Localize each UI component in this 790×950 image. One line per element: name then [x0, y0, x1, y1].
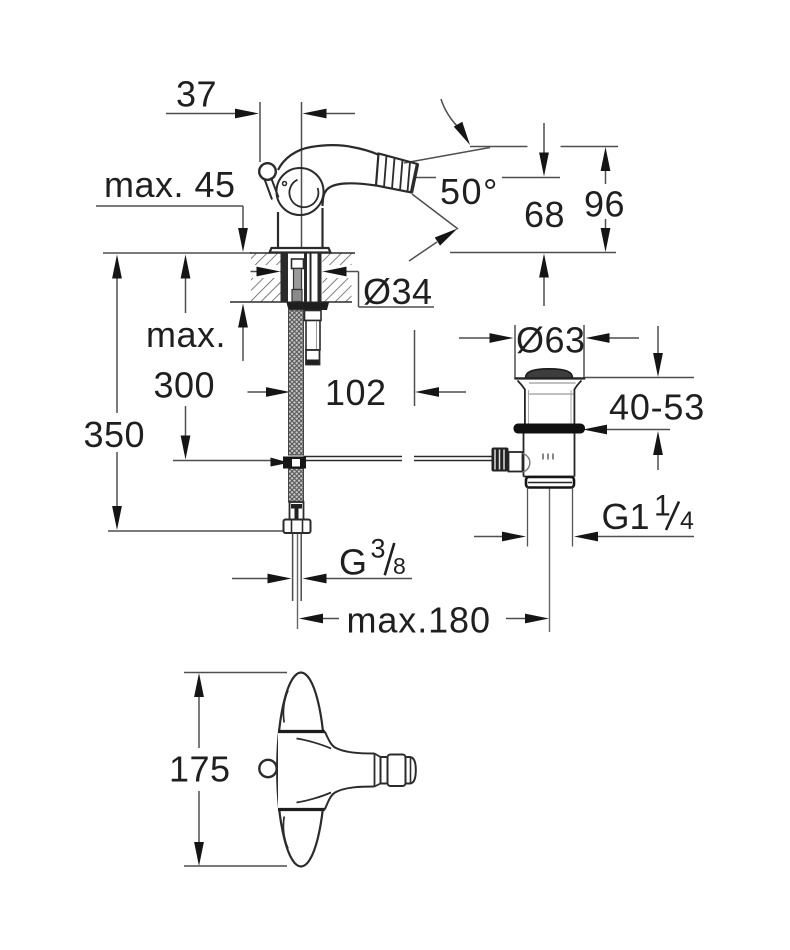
svg-text:37: 37: [176, 74, 217, 115]
svg-text:96: 96: [584, 184, 625, 225]
svg-text:40-53: 40-53: [609, 387, 705, 428]
svg-text:102: 102: [325, 372, 387, 413]
svg-text:4: 4: [680, 507, 694, 535]
svg-text:3: 3: [371, 534, 386, 564]
svg-text:350: 350: [84, 414, 146, 455]
svg-text:50°: 50°: [440, 171, 499, 212]
svg-text:G: G: [339, 542, 367, 583]
svg-text:68: 68: [524, 194, 565, 235]
svg-text:max.: max.: [146, 314, 226, 355]
svg-text:175: 175: [169, 749, 231, 790]
svg-text:8: 8: [393, 553, 406, 579]
svg-text:Ø63: Ø63: [516, 320, 586, 361]
svg-text:max.180: max.180: [347, 600, 491, 641]
svg-text:300: 300: [154, 365, 216, 406]
svg-text:1: 1: [654, 490, 671, 523]
svg-text:G1: G1: [602, 496, 650, 537]
svg-text:Ø34: Ø34: [363, 271, 433, 312]
svg-text:max. 45: max. 45: [104, 164, 236, 205]
